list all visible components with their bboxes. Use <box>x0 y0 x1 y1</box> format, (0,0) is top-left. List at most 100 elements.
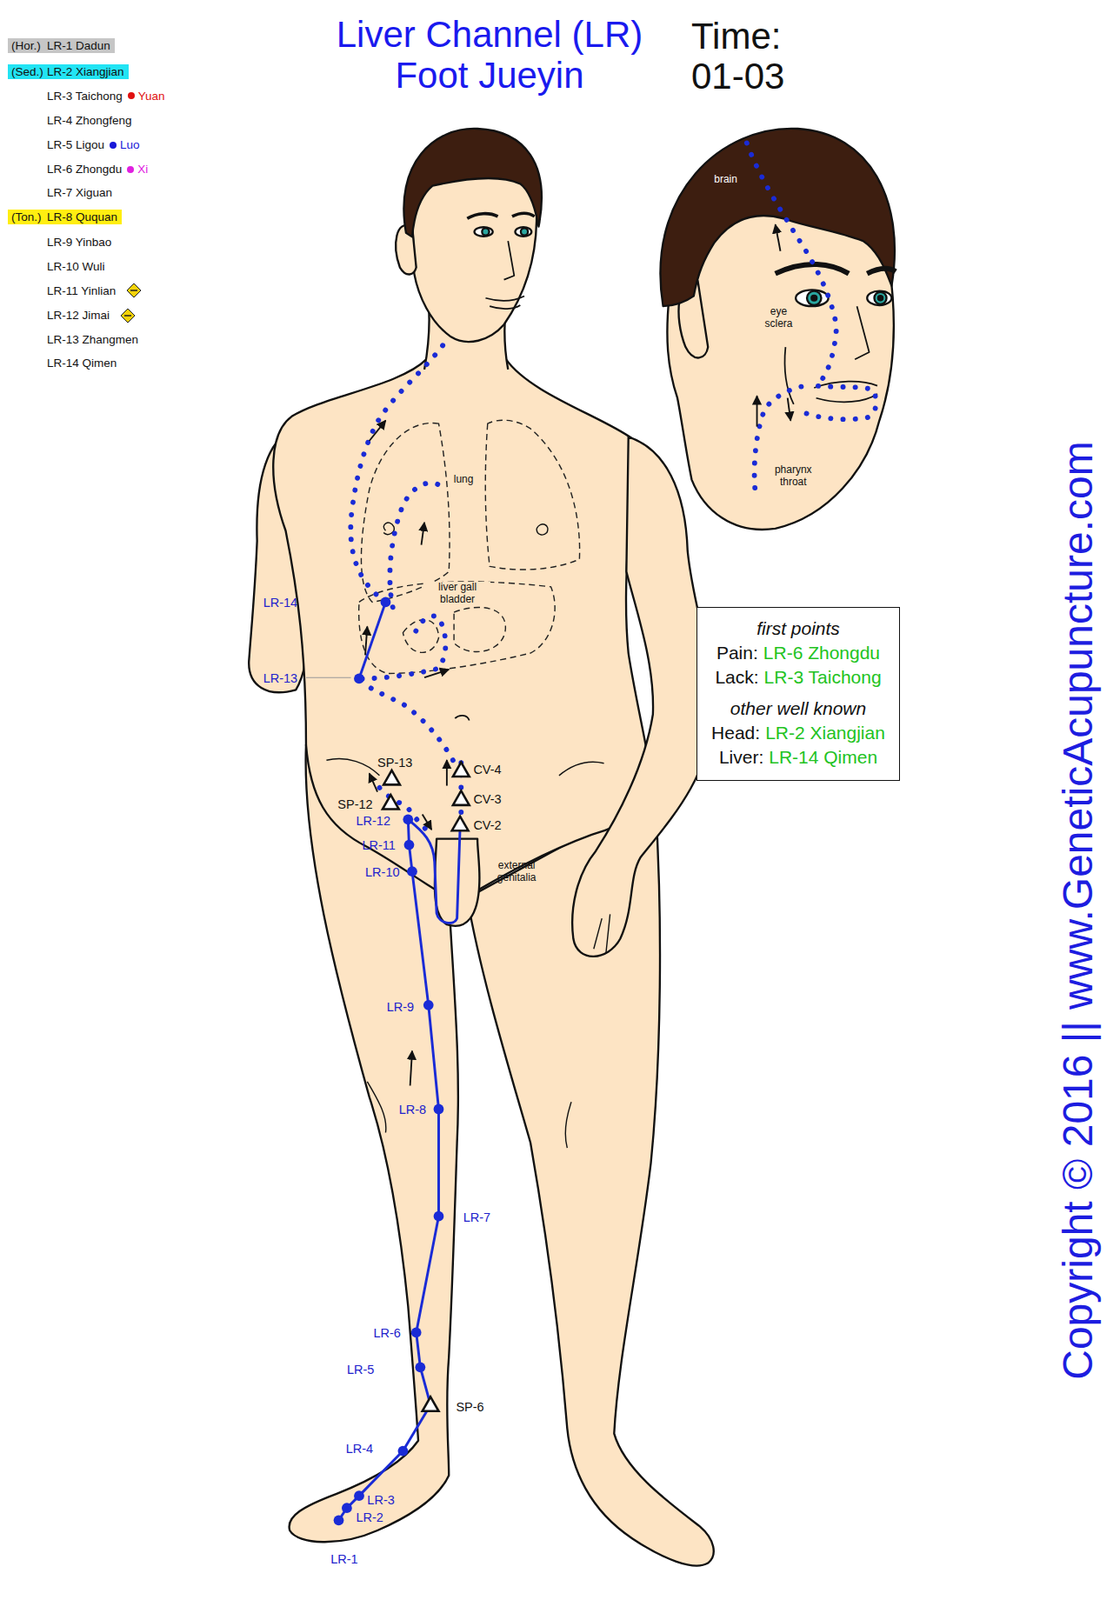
info-key: Lack: <box>714 666 759 687</box>
point-label: LR-11 <box>361 838 395 854</box>
point-type: Yuan <box>138 89 166 103</box>
list-row: LR-9 Yinbao <box>0 232 112 252</box>
point-type: Xi <box>137 162 148 176</box>
point-name: LR-1 Dadun <box>46 39 111 53</box>
highlight-band: (Ton.)LR-8 Ququan <box>7 209 122 225</box>
info-line: other well known <box>711 696 886 721</box>
label-box: eye sclera <box>757 306 801 331</box>
label-box: LR-12 <box>355 813 391 829</box>
closeup-head <box>659 128 896 530</box>
flow-arrow <box>410 1051 413 1087</box>
closeup-head <box>811 295 817 301</box>
time-label: 01-03 <box>691 55 785 97</box>
point-label: external genitalia <box>489 859 544 885</box>
caution-icon <box>126 282 142 299</box>
flow-arrow <box>365 224 791 1086</box>
point-name: LR-2 Xiangjian <box>765 722 886 743</box>
point-type-dot <box>126 166 134 174</box>
flow-arrow <box>369 420 387 441</box>
label-box: CV-4 <box>473 761 501 778</box>
flow-arrow <box>775 224 781 252</box>
anatomy-label: eye sclera <box>757 306 801 331</box>
acupoint-dot <box>423 999 434 1011</box>
point-type: Luo <box>119 138 140 152</box>
point-label: CV-2 <box>473 818 501 834</box>
point-label: SP-13 <box>377 755 413 771</box>
label-box: CV-2 <box>473 817 501 834</box>
method-tag: (Sed.) <box>11 65 47 79</box>
closeup-head <box>775 264 896 274</box>
label-box: LR-8 <box>399 1101 427 1118</box>
time-label: Time: <box>691 15 781 57</box>
point-name: LR-5 Ligou <box>46 138 105 152</box>
point-name: LR-6 Zhongdu <box>763 642 880 663</box>
label-box: LR-11 <box>361 837 395 854</box>
label-box: LR-5 <box>346 1361 374 1378</box>
acupoint-dot <box>402 813 414 825</box>
organ-outline <box>359 419 580 674</box>
body-figure <box>572 436 713 956</box>
figure-head <box>403 128 541 237</box>
diagram-title: Liver Channel (LR) Foot Jueyin <box>315 13 664 96</box>
flow-arrow <box>365 626 367 656</box>
label-box: SP-6 <box>455 1399 484 1415</box>
caution-icon <box>120 308 135 323</box>
body-figure <box>248 301 714 1566</box>
point-name: LR-14 Qimen <box>46 356 117 370</box>
body-figure <box>454 715 469 721</box>
caution-icon <box>124 314 132 317</box>
label-box: SP-13 <box>377 754 413 771</box>
internal-pathway <box>350 336 449 602</box>
point-name: LR-2 Xiangjian <box>46 65 125 79</box>
acupoint-dot <box>433 1104 445 1115</box>
flow-arrow <box>369 773 378 792</box>
point-label: LR-12 <box>355 813 391 829</box>
anatomy-label: brain <box>713 173 738 187</box>
crossing-point-triangle <box>453 762 470 777</box>
anatomy-label: lung <box>452 473 476 487</box>
crossing-point-triangle <box>422 1396 440 1411</box>
organ-outline <box>485 419 580 570</box>
label-box: SP-12 <box>337 796 373 813</box>
point-label: LR-7 <box>463 1210 491 1226</box>
list-row: LR-14 Qimen <box>0 353 117 374</box>
anatomy-label: liver gall bladder <box>424 581 491 607</box>
closeup-head <box>873 292 887 305</box>
list-row: LR-13 Zhangmen <box>0 330 139 350</box>
info-box: first pointsPain:LR-6 ZhongduLack:LR-3 T… <box>696 606 900 781</box>
point-name: LR-12 Jimai <box>46 308 110 322</box>
crossing-point-triangle <box>382 794 400 809</box>
label-box: LR-9 <box>386 999 414 1015</box>
crossing-point-triangle <box>452 816 469 831</box>
acupoint-dot <box>333 1514 345 1526</box>
point-type-dot <box>127 92 135 100</box>
info-key: Head: <box>711 722 760 743</box>
label-box: external genitalia <box>489 859 544 885</box>
point-label: LR-6 <box>373 1326 400 1341</box>
info-key: Pain: <box>716 642 759 663</box>
info-heading: other well known <box>730 698 867 719</box>
info-line: Pain:LR-6 Zhongdu <box>711 640 886 666</box>
label-box: LR-6 <box>373 1325 400 1341</box>
point-label: CV-3 <box>473 792 501 807</box>
acupoint-dot <box>404 839 415 851</box>
label-box: LR-14 <box>263 594 299 611</box>
internal-pathway <box>361 615 446 679</box>
organ-outline <box>360 422 450 602</box>
flow-arrow <box>421 522 426 546</box>
point-name: LR-6 Zhongdu <box>46 162 122 176</box>
list-row: LR-12 Jimai <box>0 306 136 326</box>
point-label: SP-12 <box>337 797 373 813</box>
highlight-band: (Hor.)LR-1 Dadun <box>7 38 115 54</box>
caution-icon <box>119 307 136 324</box>
internal-pathway <box>361 681 453 760</box>
figure-head <box>514 226 532 237</box>
info-line: first points <box>711 616 886 641</box>
method-tag: (Ton.) <box>11 210 47 224</box>
channel-line <box>339 601 461 1520</box>
point-name: LR-9 Yinbao <box>46 235 112 249</box>
acupoint-dot <box>333 597 445 1527</box>
list-row: LR-6 Zhongdu Xi <box>0 159 148 180</box>
flow-arrow <box>756 395 759 427</box>
